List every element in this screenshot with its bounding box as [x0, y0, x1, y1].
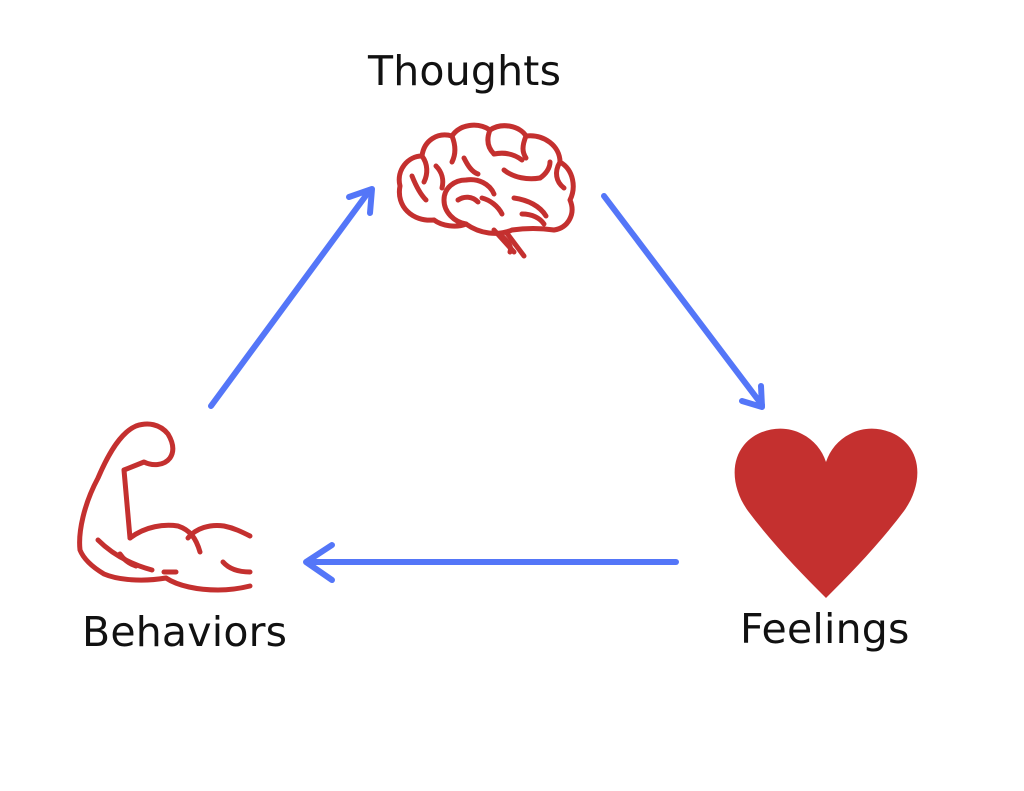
arrow-feelings-to-behaviors: [303, 542, 679, 583]
heart-icon: [734, 428, 918, 598]
arrow-behaviors-to-thoughts: [208, 186, 375, 409]
node-label-behaviors: Behaviors: [82, 608, 288, 656]
flexed-arm-icon: [77, 421, 253, 593]
node-label-feelings: Feelings: [740, 605, 910, 653]
arrow-thoughts-to-feelings: [601, 193, 765, 410]
brain-icon: [396, 122, 576, 259]
node-label-thoughts: Thoughts: [368, 47, 562, 95]
